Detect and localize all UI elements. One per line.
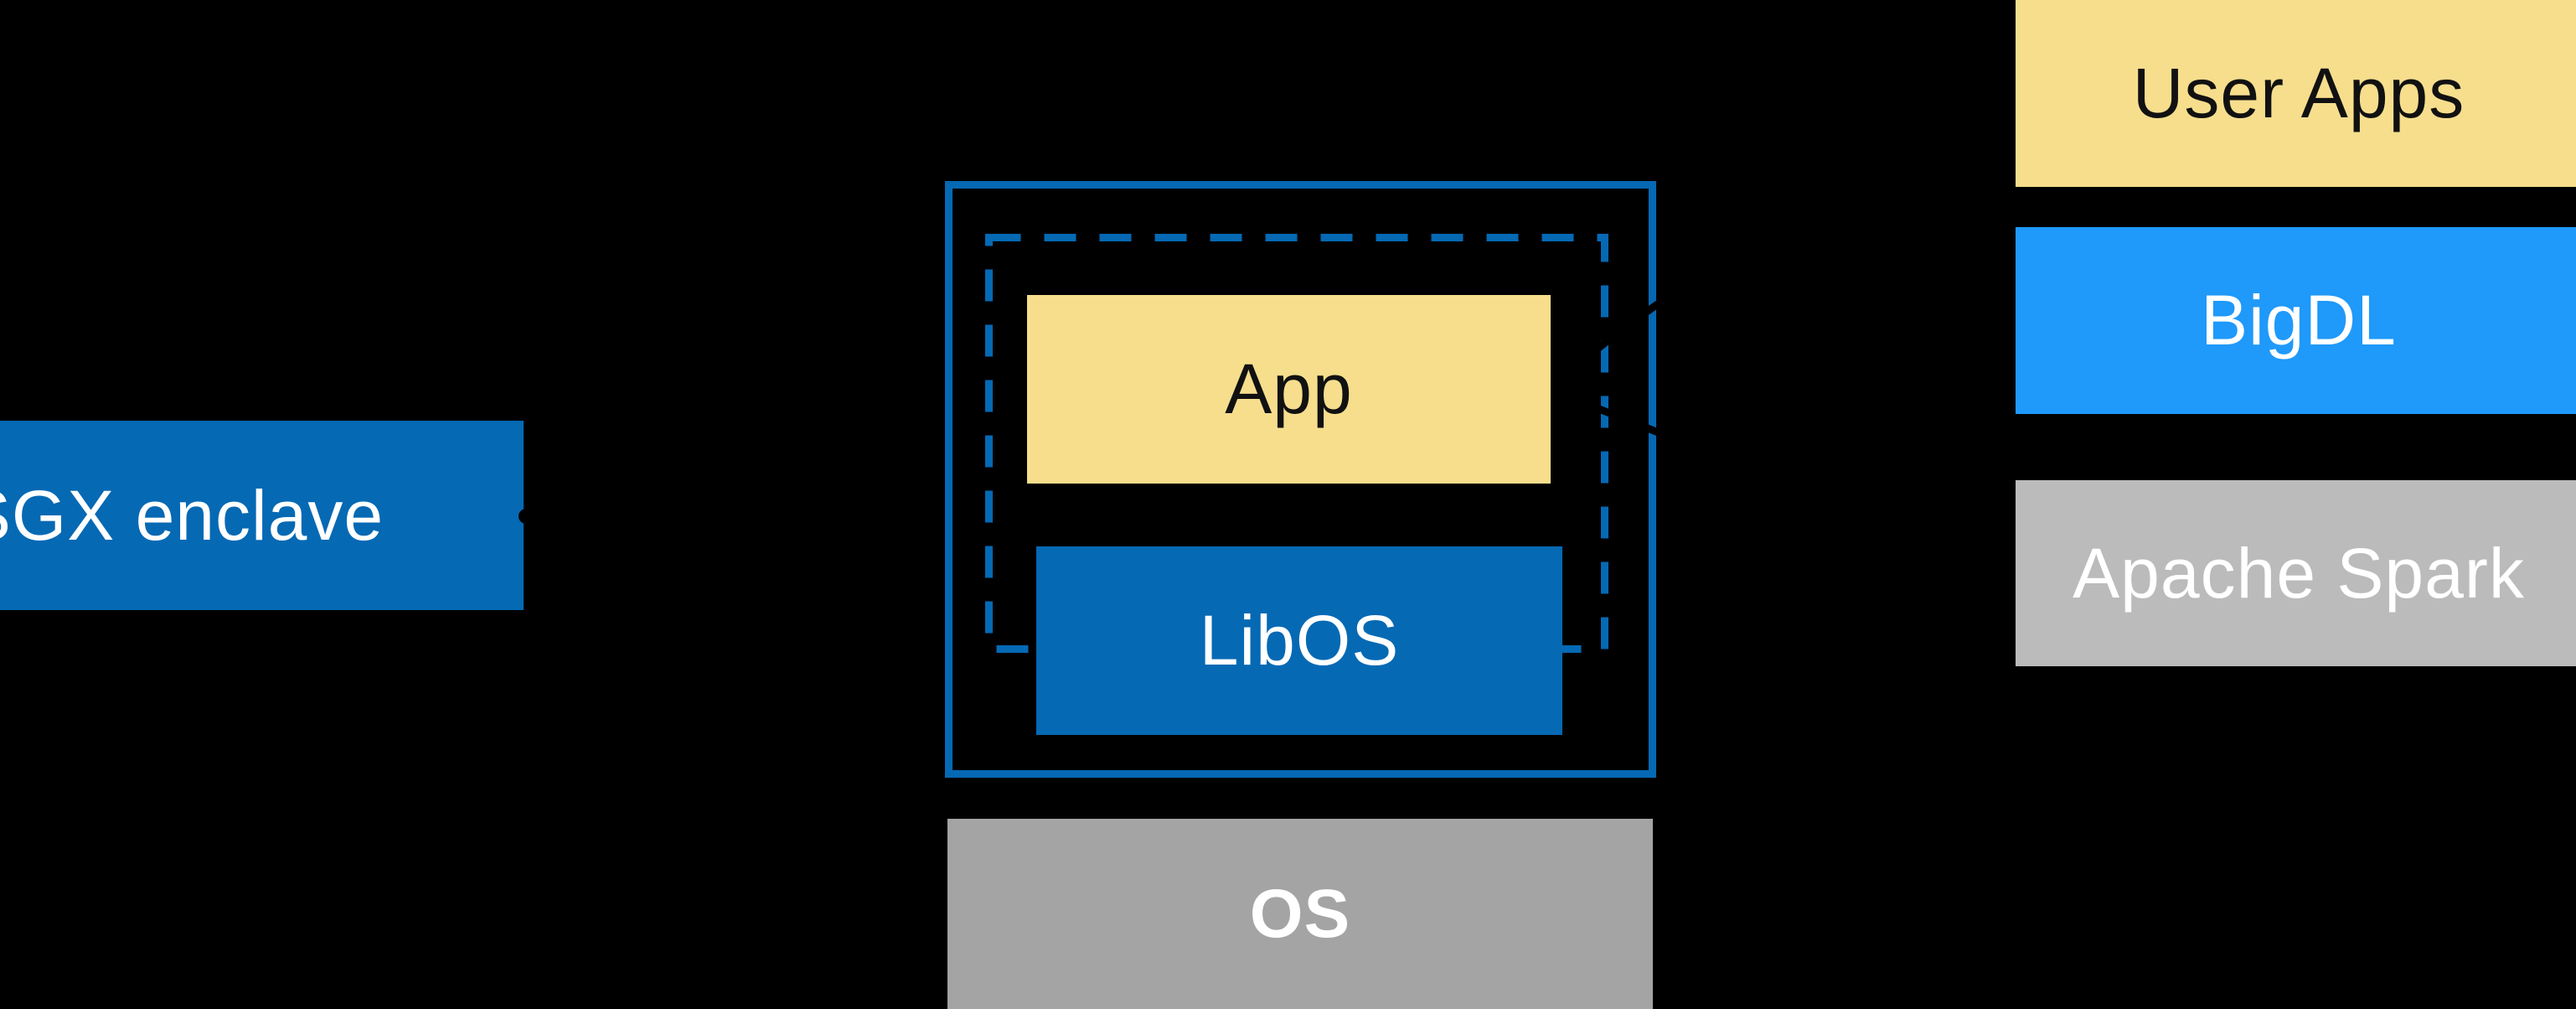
app-label: App — [1225, 349, 1353, 428]
os-label: OS — [1249, 875, 1351, 952]
app-box: App — [1027, 295, 1551, 484]
os-box: OS — [947, 819, 1653, 1009]
user-apps-box: User Apps — [2016, 0, 2576, 187]
libos-label: LibOS — [1199, 601, 1400, 680]
sgx-enclave-box: SGX enclave — [0, 421, 524, 610]
bigdl-label: BigDL — [2201, 281, 2397, 360]
bigdl-box: BigDL — [2016, 227, 2576, 414]
sgx-enclave-label: SGX enclave — [0, 475, 385, 555]
apache-spark-box: Apache Spark — [2016, 480, 2576, 666]
libos-box: LibOS — [1036, 546, 1562, 735]
apache-spark-label: Apache Spark — [2073, 533, 2525, 613]
user-apps-label: User Apps — [2132, 54, 2465, 132]
